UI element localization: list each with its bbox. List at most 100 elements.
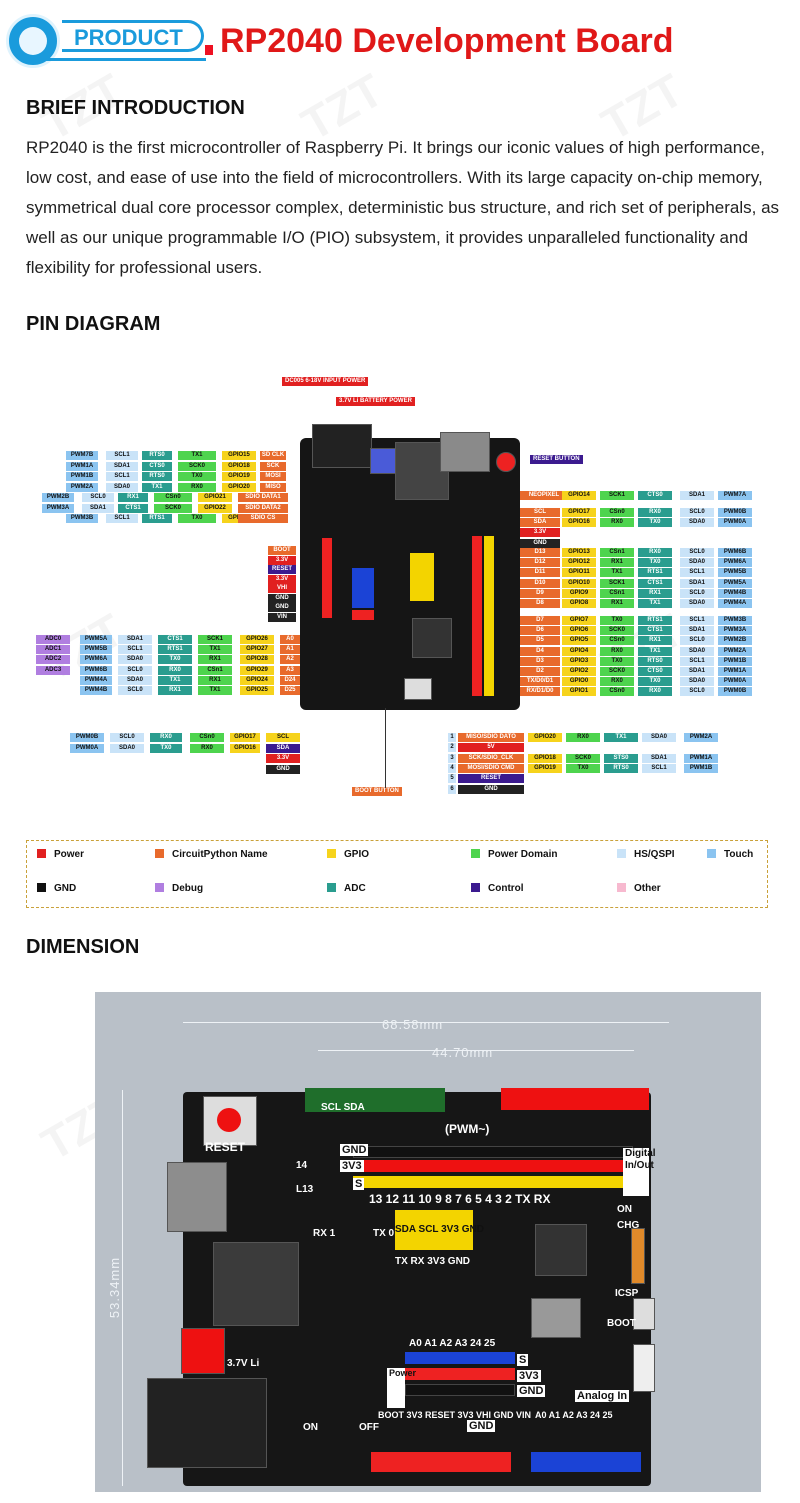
pin-label: TX1	[198, 645, 232, 655]
pin-label: CTS0	[638, 667, 672, 676]
callout-dc: DC005 6-18V INPUT POWER	[282, 377, 369, 386]
pin-label: SDA1	[82, 503, 114, 513]
pin-label: 6	[448, 784, 456, 794]
top-row-numbers: 13 12 11 10 9 8 7 6 5 4 3 2 TX RX	[369, 1192, 551, 1206]
v33-label: 3V3	[340, 1160, 364, 1172]
legend-label: Other	[634, 883, 661, 894]
pin-label: RTS1	[638, 616, 672, 625]
pin-label: GPIO20	[528, 733, 562, 742]
pin-label: GPIO17	[562, 508, 596, 517]
pin-label: SCL0	[82, 493, 114, 502]
pin-label: D24	[280, 675, 300, 685]
pin-label: SDA0	[680, 677, 714, 687]
pin-label: TX/D0/D1	[520, 677, 560, 687]
rp2040-dim-chip	[535, 1224, 587, 1276]
page-title: RP2040 Development Board	[220, 22, 674, 60]
pin-label: 3	[448, 753, 456, 763]
pin-label: SDIO DATA1	[238, 493, 288, 502]
pin-label: MISO	[260, 482, 286, 492]
callout-battery: 3.7V Li BATTERY POWER	[336, 397, 415, 406]
pin-label: SCL1	[680, 616, 714, 625]
pin-label: MISO/SDIO DATO	[458, 733, 524, 742]
pin-label: SDA	[520, 518, 560, 528]
pin-label: SCL0	[680, 508, 714, 517]
width-line	[183, 1022, 669, 1023]
pin-label: CTS0	[142, 461, 172, 471]
pin-label: SDA1	[118, 635, 152, 644]
legend-label: CircuitPython Name	[172, 849, 268, 860]
pin-label: TX1	[178, 451, 216, 460]
pin-label: GPIO27	[240, 645, 274, 655]
pin-label: SDA0	[680, 599, 714, 608]
pin-label: PWM1A	[66, 461, 98, 471]
pin-label: RX0	[600, 518, 634, 528]
pin-label: RESET	[268, 565, 296, 574]
pin-label: 1	[448, 733, 456, 742]
pin-label: TX0	[178, 472, 216, 481]
pin-label: SCL1	[680, 656, 714, 666]
legend-label: Debug	[172, 883, 204, 894]
pin-label: SCK0	[600, 667, 634, 676]
pin-label: GND	[268, 603, 296, 612]
legend-swatch	[37, 849, 46, 858]
pin-label: GPIO10	[562, 578, 596, 588]
pin-label: SCL0	[680, 687, 714, 697]
legend-item: CircuitPython Name	[155, 849, 268, 860]
pin-label: VHI	[268, 584, 296, 593]
pin-board	[300, 424, 520, 710]
pin-label: SCL	[520, 508, 560, 517]
pin-label: GPIO21	[198, 493, 232, 502]
pin-label: GPIO25	[240, 686, 274, 695]
legend-item: Touch	[707, 849, 753, 860]
legend-swatch	[707, 849, 716, 858]
battery-jack	[181, 1328, 225, 1374]
bottom-analog-labels: A0 A1 A2 A3 24 25	[535, 1410, 613, 1420]
pin-label: SDA	[266, 743, 300, 753]
pin-label: ADC1	[36, 645, 70, 655]
pin-label: SCK0	[566, 753, 600, 763]
pin-label: PWM0B	[70, 733, 104, 742]
pin-label: PWM4B	[80, 686, 112, 695]
pin-label: GPIO19	[528, 763, 562, 773]
pin-label: SDA0	[118, 675, 152, 685]
off-switch-label: OFF	[359, 1422, 379, 1433]
pin-label: PWM4A	[718, 599, 752, 608]
pin-label: GPIO8	[562, 599, 596, 608]
analog-s-label: S	[517, 1354, 529, 1366]
legend-item: HS/QSPI	[617, 849, 675, 860]
pin-label: SDA1	[642, 753, 676, 763]
icsp-label: ICSP	[615, 1288, 639, 1299]
pin-label: PWM3A	[718, 626, 752, 636]
pin-label: GPIO29	[240, 665, 274, 675]
sdascl-label: SDA SCL 3V3 GND	[395, 1224, 484, 1235]
pin-label: GPIO5	[562, 636, 596, 646]
legend-label: HS/QSPI	[634, 849, 675, 860]
gnd-label: GND	[340, 1144, 369, 1156]
pin-label: D2	[520, 667, 560, 676]
pin-label: RTS1	[142, 514, 172, 523]
pin-label: A2	[280, 655, 300, 665]
power-header	[322, 538, 332, 618]
pin-label: TX0	[638, 677, 672, 687]
pin-label: SCL0	[118, 686, 152, 695]
analog-power-header	[352, 610, 374, 620]
pin-label: RTS0	[142, 451, 172, 460]
i2c-header	[410, 553, 434, 601]
pin-label: TX1	[600, 568, 634, 578]
pin-label: SCL1	[680, 568, 714, 578]
pin-label: VIN	[268, 612, 296, 622]
dc-jack	[312, 424, 372, 468]
pin-label: RTS1	[158, 645, 192, 655]
pin-label: PWM6A	[718, 558, 752, 568]
pin-label: D11	[520, 568, 560, 578]
pin-label: TX0	[178, 514, 216, 523]
pin-label: SCK0	[178, 461, 216, 471]
pin-label: TX0	[600, 656, 634, 666]
pin-label: MOSI/SDIO CMD	[458, 763, 524, 773]
pin-label: RX0	[150, 733, 182, 742]
uart-i2c-header	[395, 1210, 473, 1250]
intro-heading: BRIEF INTRODUCTION	[26, 97, 245, 119]
analog-3v3-label: 3V3	[517, 1370, 541, 1382]
pin-label: 3.3V	[268, 555, 296, 565]
pin-label: CTS1	[638, 626, 672, 636]
